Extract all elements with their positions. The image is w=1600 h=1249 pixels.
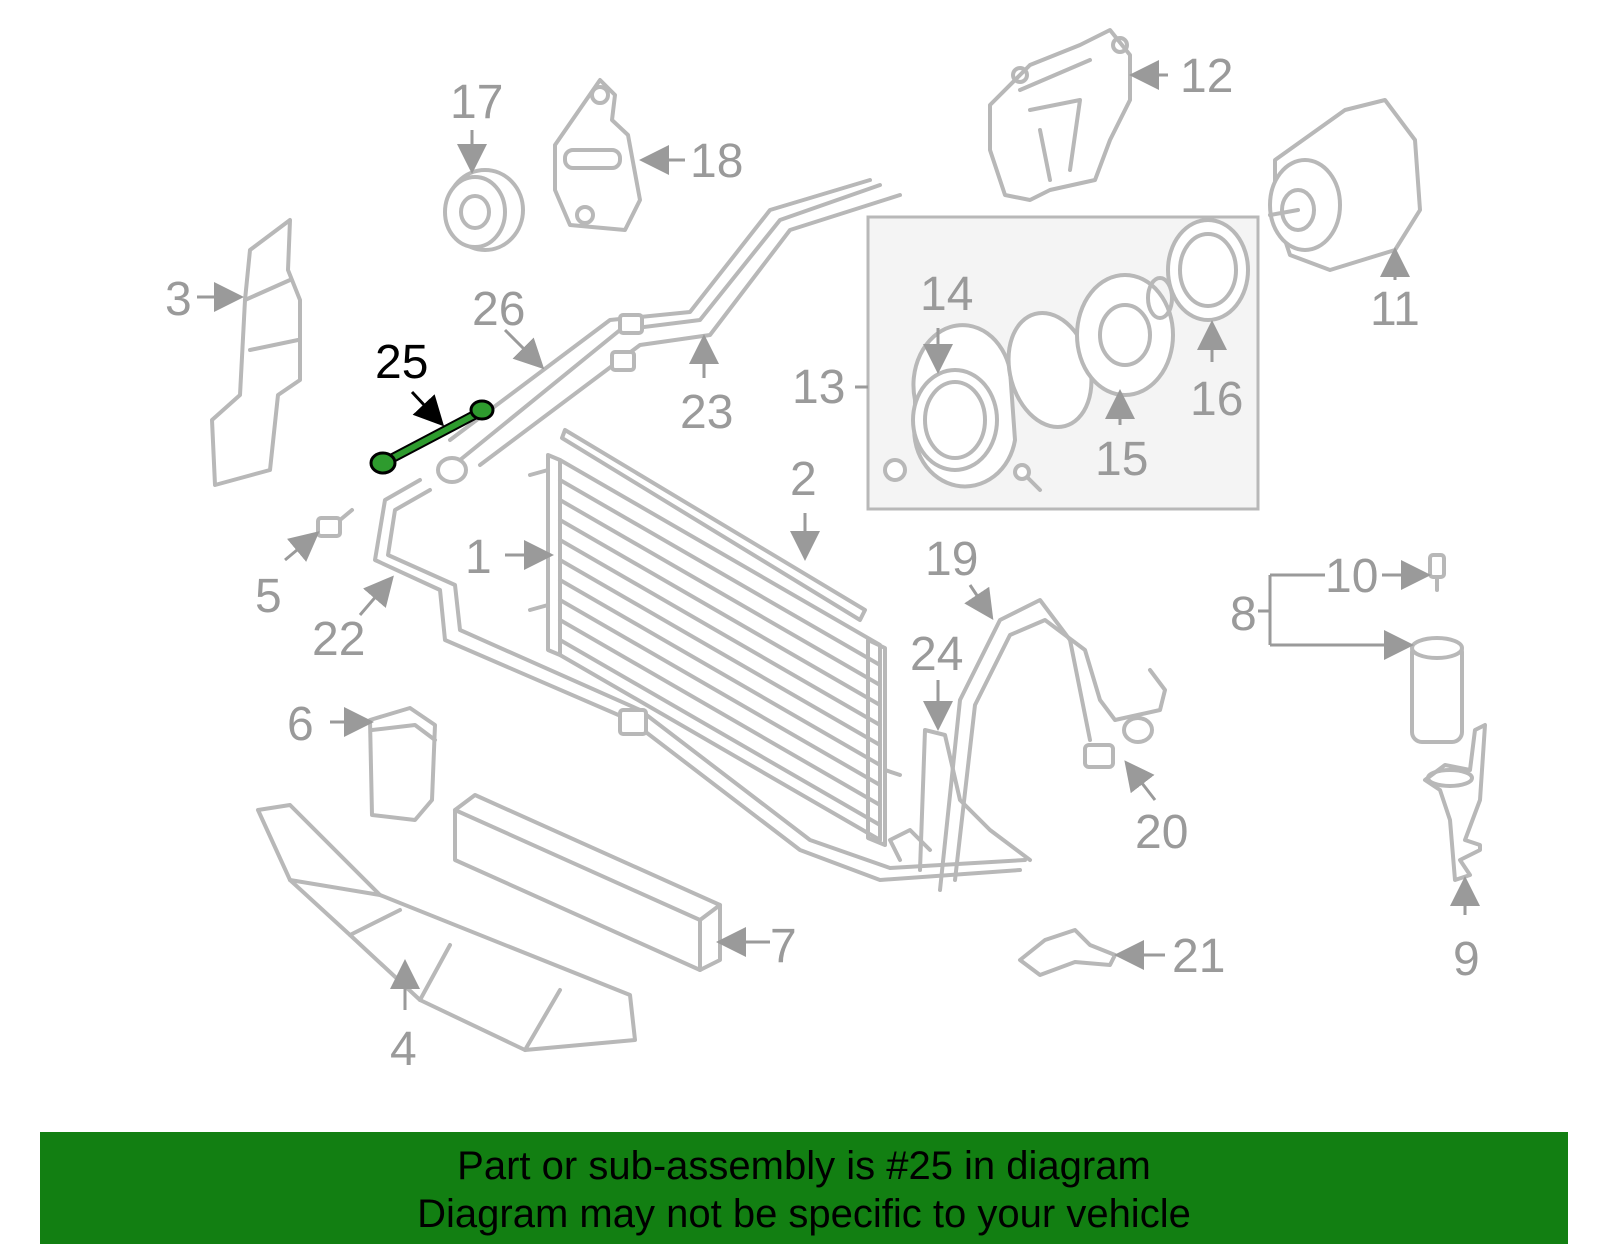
label-21: 21 <box>1172 930 1225 983</box>
part-21-bracket <box>1018 928 1117 977</box>
banner-line-2: Diagram may not be specific to your vehi… <box>417 1192 1191 1236</box>
part-7-foam <box>453 793 722 972</box>
label-11: 11 <box>1370 283 1420 336</box>
label-9: 9 <box>1453 933 1480 986</box>
label-4: 4 <box>390 1023 417 1076</box>
part-13-clutch-box <box>866 215 1260 511</box>
label-3: 3 <box>165 273 192 326</box>
label-15: 15 <box>1095 433 1148 486</box>
info-banner: Part or sub-assembly is #25 in diagram D… <box>40 1132 1568 1244</box>
label-8: 8 <box>1230 588 1257 641</box>
label-24: 24 <box>910 628 963 681</box>
part-8-drier <box>1410 553 1464 744</box>
part-19-24-hoses <box>888 598 1167 892</box>
label-25-highlighted: 25 <box>375 336 428 389</box>
part-11-compressor <box>1268 98 1422 272</box>
label-5: 5 <box>255 570 282 623</box>
label-19: 19 <box>925 533 978 586</box>
label-26: 26 <box>472 283 525 336</box>
part-3-shield <box>210 218 302 487</box>
part-25-highlighted-line[interactable] <box>369 399 495 475</box>
label-17: 17 <box>450 76 503 129</box>
label-16: 16 <box>1190 373 1243 426</box>
part-5-valve <box>316 508 354 538</box>
parts-diagram: 1 2 3 4 5 6 7 8 9 10 11 12 13 14 15 16 1… <box>165 28 1487 1076</box>
part-6-block <box>368 706 437 822</box>
label-22: 22 <box>312 613 365 666</box>
label-14: 14 <box>920 268 973 321</box>
part-18-bracket <box>553 78 642 232</box>
part-4-deflector <box>256 803 637 1052</box>
callout-arrows <box>197 60 1480 1010</box>
label-18: 18 <box>690 135 743 188</box>
label-23: 23 <box>680 386 733 439</box>
part-17-pulley <box>443 168 525 252</box>
part-22-line <box>373 478 1027 882</box>
part-1-condenser <box>528 453 902 847</box>
part-labels: 1 2 3 4 5 6 7 8 9 10 11 12 13 14 15 16 1… <box>165 50 1480 1076</box>
part-9-bracket <box>1423 723 1487 882</box>
label-2: 2 <box>790 453 817 506</box>
label-1: 1 <box>465 531 492 584</box>
label-7: 7 <box>770 920 797 973</box>
label-12: 12 <box>1180 50 1233 103</box>
label-13: 13 <box>792 361 845 414</box>
label-6: 6 <box>287 698 314 751</box>
banner-line-1: Part or sub-assembly is #25 in diagram <box>457 1144 1151 1188</box>
part-2-seal <box>560 428 867 622</box>
label-20: 20 <box>1135 806 1188 859</box>
label-10: 10 <box>1325 550 1378 603</box>
part-12-bracket <box>988 28 1132 202</box>
